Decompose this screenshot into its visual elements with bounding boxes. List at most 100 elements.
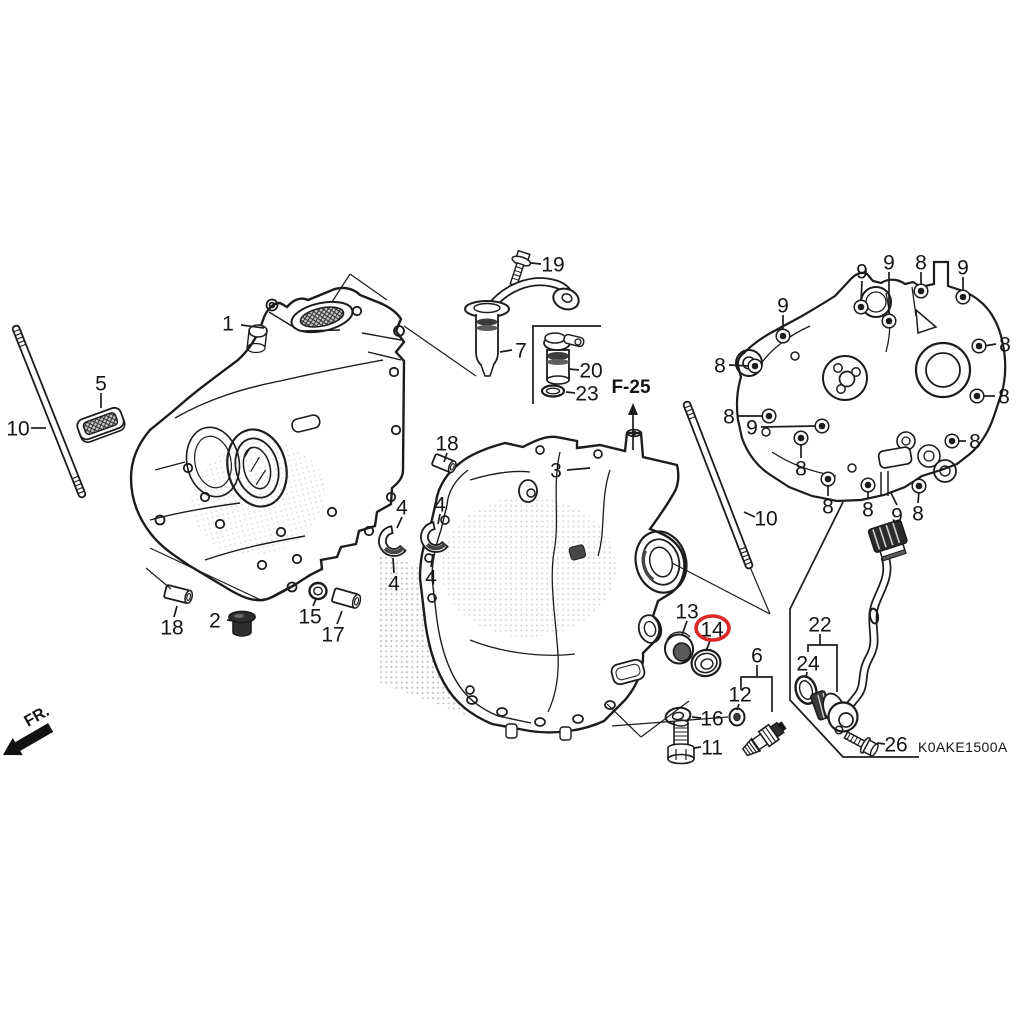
part-label-2: 2	[209, 610, 221, 633]
leader-dot	[765, 412, 773, 420]
leader-dot	[824, 475, 832, 483]
part-label-11: 11	[701, 737, 723, 760]
part-19-bolt	[509, 249, 532, 287]
oil-hose	[839, 555, 892, 716]
leader-line-18	[173, 605, 178, 618]
part-23-oring	[540, 384, 566, 398]
f25-arrow-icon	[628, 403, 638, 450]
leader-line-4	[396, 516, 403, 529]
crankcase-right-half-drawing	[418, 428, 688, 741]
alignment-line	[349, 273, 388, 301]
part-label-17: 17	[321, 624, 344, 647]
part-13-bushing	[663, 631, 695, 665]
leader-line-23	[565, 391, 576, 394]
part-label-19: 19	[541, 254, 564, 277]
part-label-8: 8	[915, 252, 927, 275]
alignment-line	[262, 575, 311, 602]
page-ref-label: F-25	[611, 377, 651, 398]
leader-line-8	[728, 364, 751, 367]
part-label-9: 9	[891, 505, 903, 528]
part-label-4: 4	[396, 497, 408, 520]
part-label-9: 9	[957, 257, 969, 280]
part-label-8: 8	[822, 496, 834, 519]
fr-arrow-icon	[3, 723, 54, 756]
alignment-lines	[145, 273, 771, 738]
f25-arrow-head	[628, 403, 638, 415]
leader-dot	[973, 392, 981, 400]
part-label-7: 7	[515, 340, 527, 363]
hose-connector	[867, 519, 908, 562]
leader-line-7	[499, 349, 513, 353]
group-22-bracket	[807, 644, 838, 692]
leader-line-11	[693, 746, 702, 749]
part-4-bearing-shell-right	[420, 521, 449, 553]
part-4-bearing-shell-left	[378, 525, 407, 557]
part-5-oil-strainer-screen	[76, 406, 126, 443]
part-label-4: 4	[434, 494, 446, 517]
part-label-14: 14	[700, 619, 724, 642]
part-label-8: 8	[999, 334, 1011, 357]
leader-line-4	[437, 513, 441, 525]
part-10-stud-bolt-left	[11, 324, 87, 499]
leader-line-9	[760, 425, 818, 428]
part-label-1: 1	[222, 313, 234, 336]
part-17-dowel-pin	[331, 587, 362, 609]
part-12-washer	[728, 707, 746, 727]
leader-line-13	[681, 620, 688, 636]
joint-fitting	[810, 690, 859, 735]
leader-dot	[818, 422, 826, 430]
part-2-plug	[228, 610, 256, 637]
leader-line-4	[392, 557, 395, 574]
leader-dot	[948, 437, 956, 445]
part-label-18: 18	[160, 617, 183, 640]
part-label-22: 22	[808, 614, 831, 637]
alignment-line	[331, 273, 351, 303]
hose-group-boundary	[789, 501, 919, 758]
leader-line-2	[226, 619, 236, 622]
leader-dot	[885, 317, 893, 325]
part-label-13: 13	[675, 601, 698, 624]
leader-line-12	[736, 703, 740, 711]
highlight-ellipse-part-14	[694, 614, 731, 642]
leader-line-3	[566, 467, 591, 471]
leader-line-9	[890, 492, 898, 506]
crankcase-left-half-drawing	[129, 286, 406, 602]
part-26-bolt	[843, 730, 879, 757]
leader-line-17	[336, 610, 343, 625]
leader-dot	[915, 482, 923, 490]
leader-dot	[975, 342, 983, 350]
part-label-10: 10	[754, 508, 777, 531]
leader-dot	[959, 293, 967, 301]
leader-dot	[864, 481, 872, 489]
part-label-8: 8	[912, 503, 924, 526]
part-label-9: 9	[746, 417, 758, 440]
part-label-6: 6	[751, 645, 763, 668]
part-label-8: 8	[969, 431, 981, 454]
part-11-drain-bolt	[667, 719, 695, 765]
leader-line-15	[312, 598, 317, 607]
part-24-oring	[794, 675, 818, 705]
leader-dot	[917, 287, 925, 295]
fr-direction-indicator: FR.	[3, 703, 54, 756]
leader-line-16	[691, 716, 702, 719]
part-label-8: 8	[723, 406, 735, 429]
part-14-oil-seal	[690, 648, 722, 678]
leader-line-20	[568, 368, 580, 371]
leader-line-26	[876, 742, 886, 745]
leader-line-14	[705, 640, 711, 652]
alignment-line	[749, 566, 771, 615]
part-20-sensor	[543, 332, 585, 385]
leader-line-4	[430, 553, 434, 568]
part-label-4: 4	[388, 573, 400, 596]
part-label-10: 10	[6, 418, 29, 441]
part-label-24: 24	[796, 653, 820, 676]
part-18-dowel-pin-middle	[431, 453, 457, 474]
part-label-16: 16	[700, 708, 723, 731]
part-label-8: 8	[795, 458, 807, 481]
group-brackets	[532, 325, 919, 758]
leader-line-19	[530, 262, 542, 265]
alignment-line	[640, 700, 690, 738]
part-label-18: 18	[435, 433, 458, 456]
